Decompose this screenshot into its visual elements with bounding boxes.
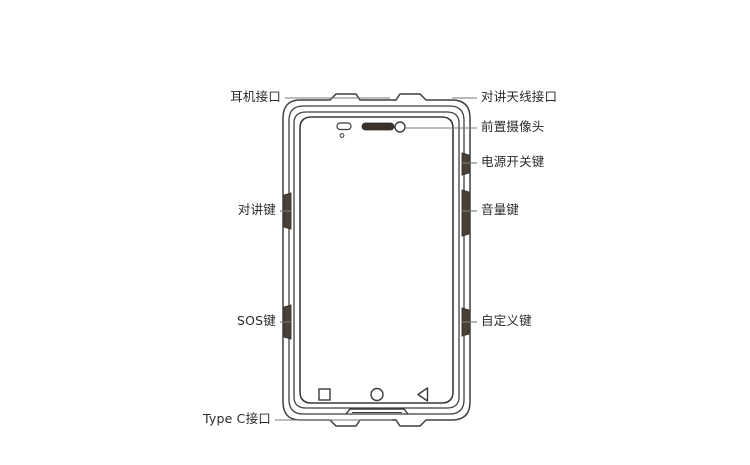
volume-side-button[interactable] — [461, 189, 470, 237]
light-sensor-dot-icon — [339, 133, 345, 138]
proximity-sensor-icon — [336, 122, 352, 131]
right-side-buttons — [461, 152, 470, 337]
back-button-icon[interactable] — [417, 387, 429, 402]
front-camera-lens-icon — [394, 121, 406, 133]
callout-label-power-key: 电源开关键 — [481, 154, 545, 169]
bumper-shell-outer — [282, 93, 471, 427]
left-side-buttons — [283, 192, 292, 340]
navigation-bar — [318, 387, 429, 402]
callout-label-type-c-port: Type C接口 — [202, 411, 271, 426]
callout-label-front-camera: 前置摄像头 — [481, 119, 545, 134]
bumper-shell-inner — [293, 111, 460, 409]
callout-label-sos-key: SOS键 — [236, 313, 276, 328]
home-button-icon[interactable] — [370, 387, 384, 402]
leader-lines — [275, 97, 477, 421]
callout-label-headphone-jack: 耳机接口 — [230, 89, 281, 104]
type-c-port-cover — [345, 408, 409, 415]
phone-outer-bumper — [282, 93, 471, 427]
power-side-button[interactable] — [461, 152, 470, 176]
port-cover-outline — [345, 408, 409, 415]
callout-label-antenna-port: 对讲天线接口 — [481, 89, 558, 104]
callout-label-ptt-key: 对讲键 — [237, 202, 276, 217]
phone-screen-bezel — [299, 116, 454, 404]
top-sensor-row — [336, 121, 406, 138]
callout-label-volume-key: 音量键 — [481, 202, 520, 217]
screen-glass-outline — [299, 116, 454, 404]
callout-label-custom-key: 自定义键 — [481, 313, 532, 328]
recents-button-icon[interactable] — [318, 388, 331, 401]
earpiece-speaker-icon — [361, 122, 395, 131]
bumper-shell-mid — [288, 105, 465, 415]
